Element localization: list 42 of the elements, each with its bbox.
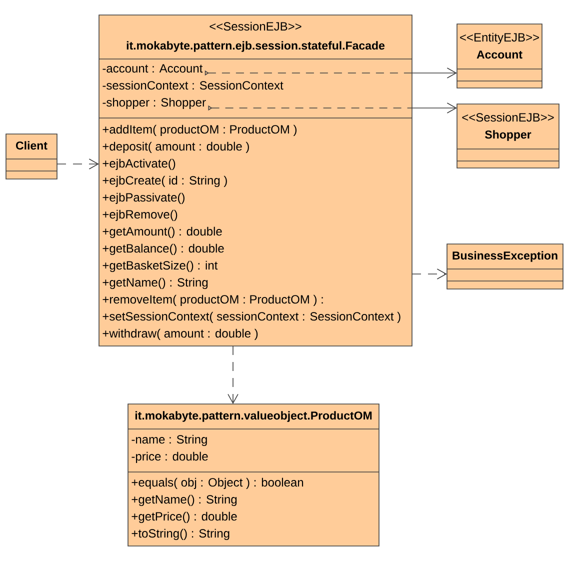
operation-text: +getPrice() : double <box>132 512 237 523</box>
stereotype-label: <<SessionEJB>> <box>210 22 302 31</box>
operation-text: +getBalance() : double <box>102 244 224 255</box>
stereotype-label: <<EntityEJB>> <box>460 32 539 44</box>
operation-text: +withdraw( amount : double ) <box>102 328 258 340</box>
attribute-text: -name : String <box>132 434 207 446</box>
operation-text: +getName() : String <box>132 494 237 506</box>
class-name: it.mokabyte.pattern.ejb.session.stateful.Facade <box>126 41 385 52</box>
class-box <box>446 244 564 290</box>
association-arrow <box>208 102 457 114</box>
dependency-arrow <box>228 346 238 404</box>
class-name: it.mokabyte.pattern.valueobject.ProductOM <box>135 411 372 422</box>
class-name: Shopper <box>485 130 532 141</box>
operation-text: +toString() : String <box>132 528 230 540</box>
operation-text: +setSessionContext( sessionContext : SessionContext ) <box>102 312 400 323</box>
operation-text: +ejbRemove() <box>102 210 178 221</box>
operation-text: +getName() : String <box>102 278 208 289</box>
class-box <box>456 104 560 168</box>
dependency-arrow <box>56 158 99 170</box>
class-box <box>456 24 542 88</box>
attribute-text: -sessionContext : SessionContext <box>102 80 284 90</box>
operation-text: +ejbCreate( id : String ) <box>102 176 227 187</box>
attribute-text: -account : Account <box>102 64 203 73</box>
class-box <box>98 14 412 346</box>
class-box <box>128 404 380 546</box>
operation-text: +addItem( productOM : ProductOM ) <box>102 124 296 136</box>
class-name: BusinessException <box>452 251 558 262</box>
association-arrow <box>204 68 457 78</box>
class-box <box>6 134 58 180</box>
class-name: Client <box>16 141 48 150</box>
operation-text: +equals( obj : Object ) : boolean <box>132 478 304 489</box>
attribute-text: -shopper : Shopper <box>102 98 206 109</box>
operation-text: +getAmount() : double <box>102 226 222 238</box>
dependency-arrow <box>412 268 447 280</box>
class-name: Account <box>476 50 522 59</box>
stereotype-label: <<SessionEJB>> <box>462 112 554 122</box>
operation-text: +ejbActivate() <box>102 158 176 170</box>
operation-text: +getBasketSize() : int <box>102 260 218 272</box>
operation-text: +ejbPassivate() <box>102 192 184 204</box>
operation-text: +removeItem( productOM : ProductOM ) : <box>102 294 323 306</box>
operation-text: +deposit( amount : double ) <box>102 142 249 153</box>
attribute-text: -price : double <box>132 452 208 463</box>
